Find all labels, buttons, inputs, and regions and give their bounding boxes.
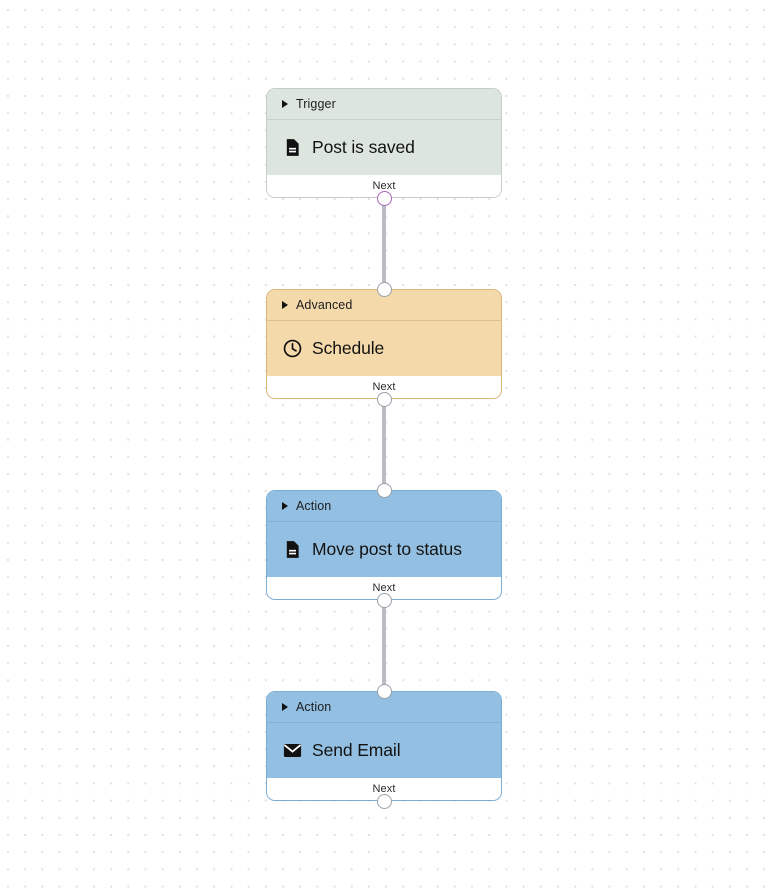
node-divider [267,119,501,120]
node-next-footer[interactable]: Next [267,376,501,398]
node-next-footer[interactable]: Next [267,175,501,197]
node-divider [267,521,501,522]
node-body[interactable]: Post is saved [267,120,501,175]
node-title: Move post to status [312,539,462,559]
node-next-footer[interactable]: Next [267,778,501,800]
node-category-label: Trigger [296,97,336,111]
node-output-port[interactable] [376,391,392,407]
node-body[interactable]: Send Email [267,723,501,778]
node-category-label: Action [296,499,332,513]
node-input-port[interactable] [376,683,392,699]
node-header[interactable]: Trigger [267,89,501,119]
node-output-port[interactable] [376,793,392,809]
node-header[interactable]: Advanced [267,290,501,320]
document-icon [281,539,303,561]
node-next-footer[interactable]: Next [267,577,501,599]
connector-edge[interactable] [382,194,386,291]
node-body[interactable]: Move post to status [267,522,501,577]
chevron-right-icon[interactable] [282,301,288,309]
node-category-label: Action [296,700,332,714]
document-icon [281,137,303,159]
node-title: Post is saved [312,137,415,157]
node-divider [267,722,501,723]
node-output-port[interactable] [376,592,392,608]
node-divider [267,320,501,321]
chevron-right-icon[interactable] [282,100,288,108]
chevron-right-icon[interactable] [282,703,288,711]
node-next-label: Next [372,783,396,795]
node-output-port[interactable] [376,190,392,206]
node-next-label: Next [372,381,396,393]
node-input-port[interactable] [376,281,392,297]
node-category-label: Advanced [296,298,353,312]
node-next-label: Next [372,180,396,192]
connector-edge[interactable] [382,596,386,693]
node-next-label: Next [372,582,396,594]
node-title: Send Email [312,740,401,760]
node-title: Schedule [312,338,385,358]
node-input-port[interactable] [376,482,392,498]
connector-edge[interactable] [382,395,386,492]
chevron-right-icon[interactable] [282,502,288,510]
node-body[interactable]: Schedule [267,321,501,376]
envelope-icon [281,740,303,762]
clock-icon [281,338,303,360]
